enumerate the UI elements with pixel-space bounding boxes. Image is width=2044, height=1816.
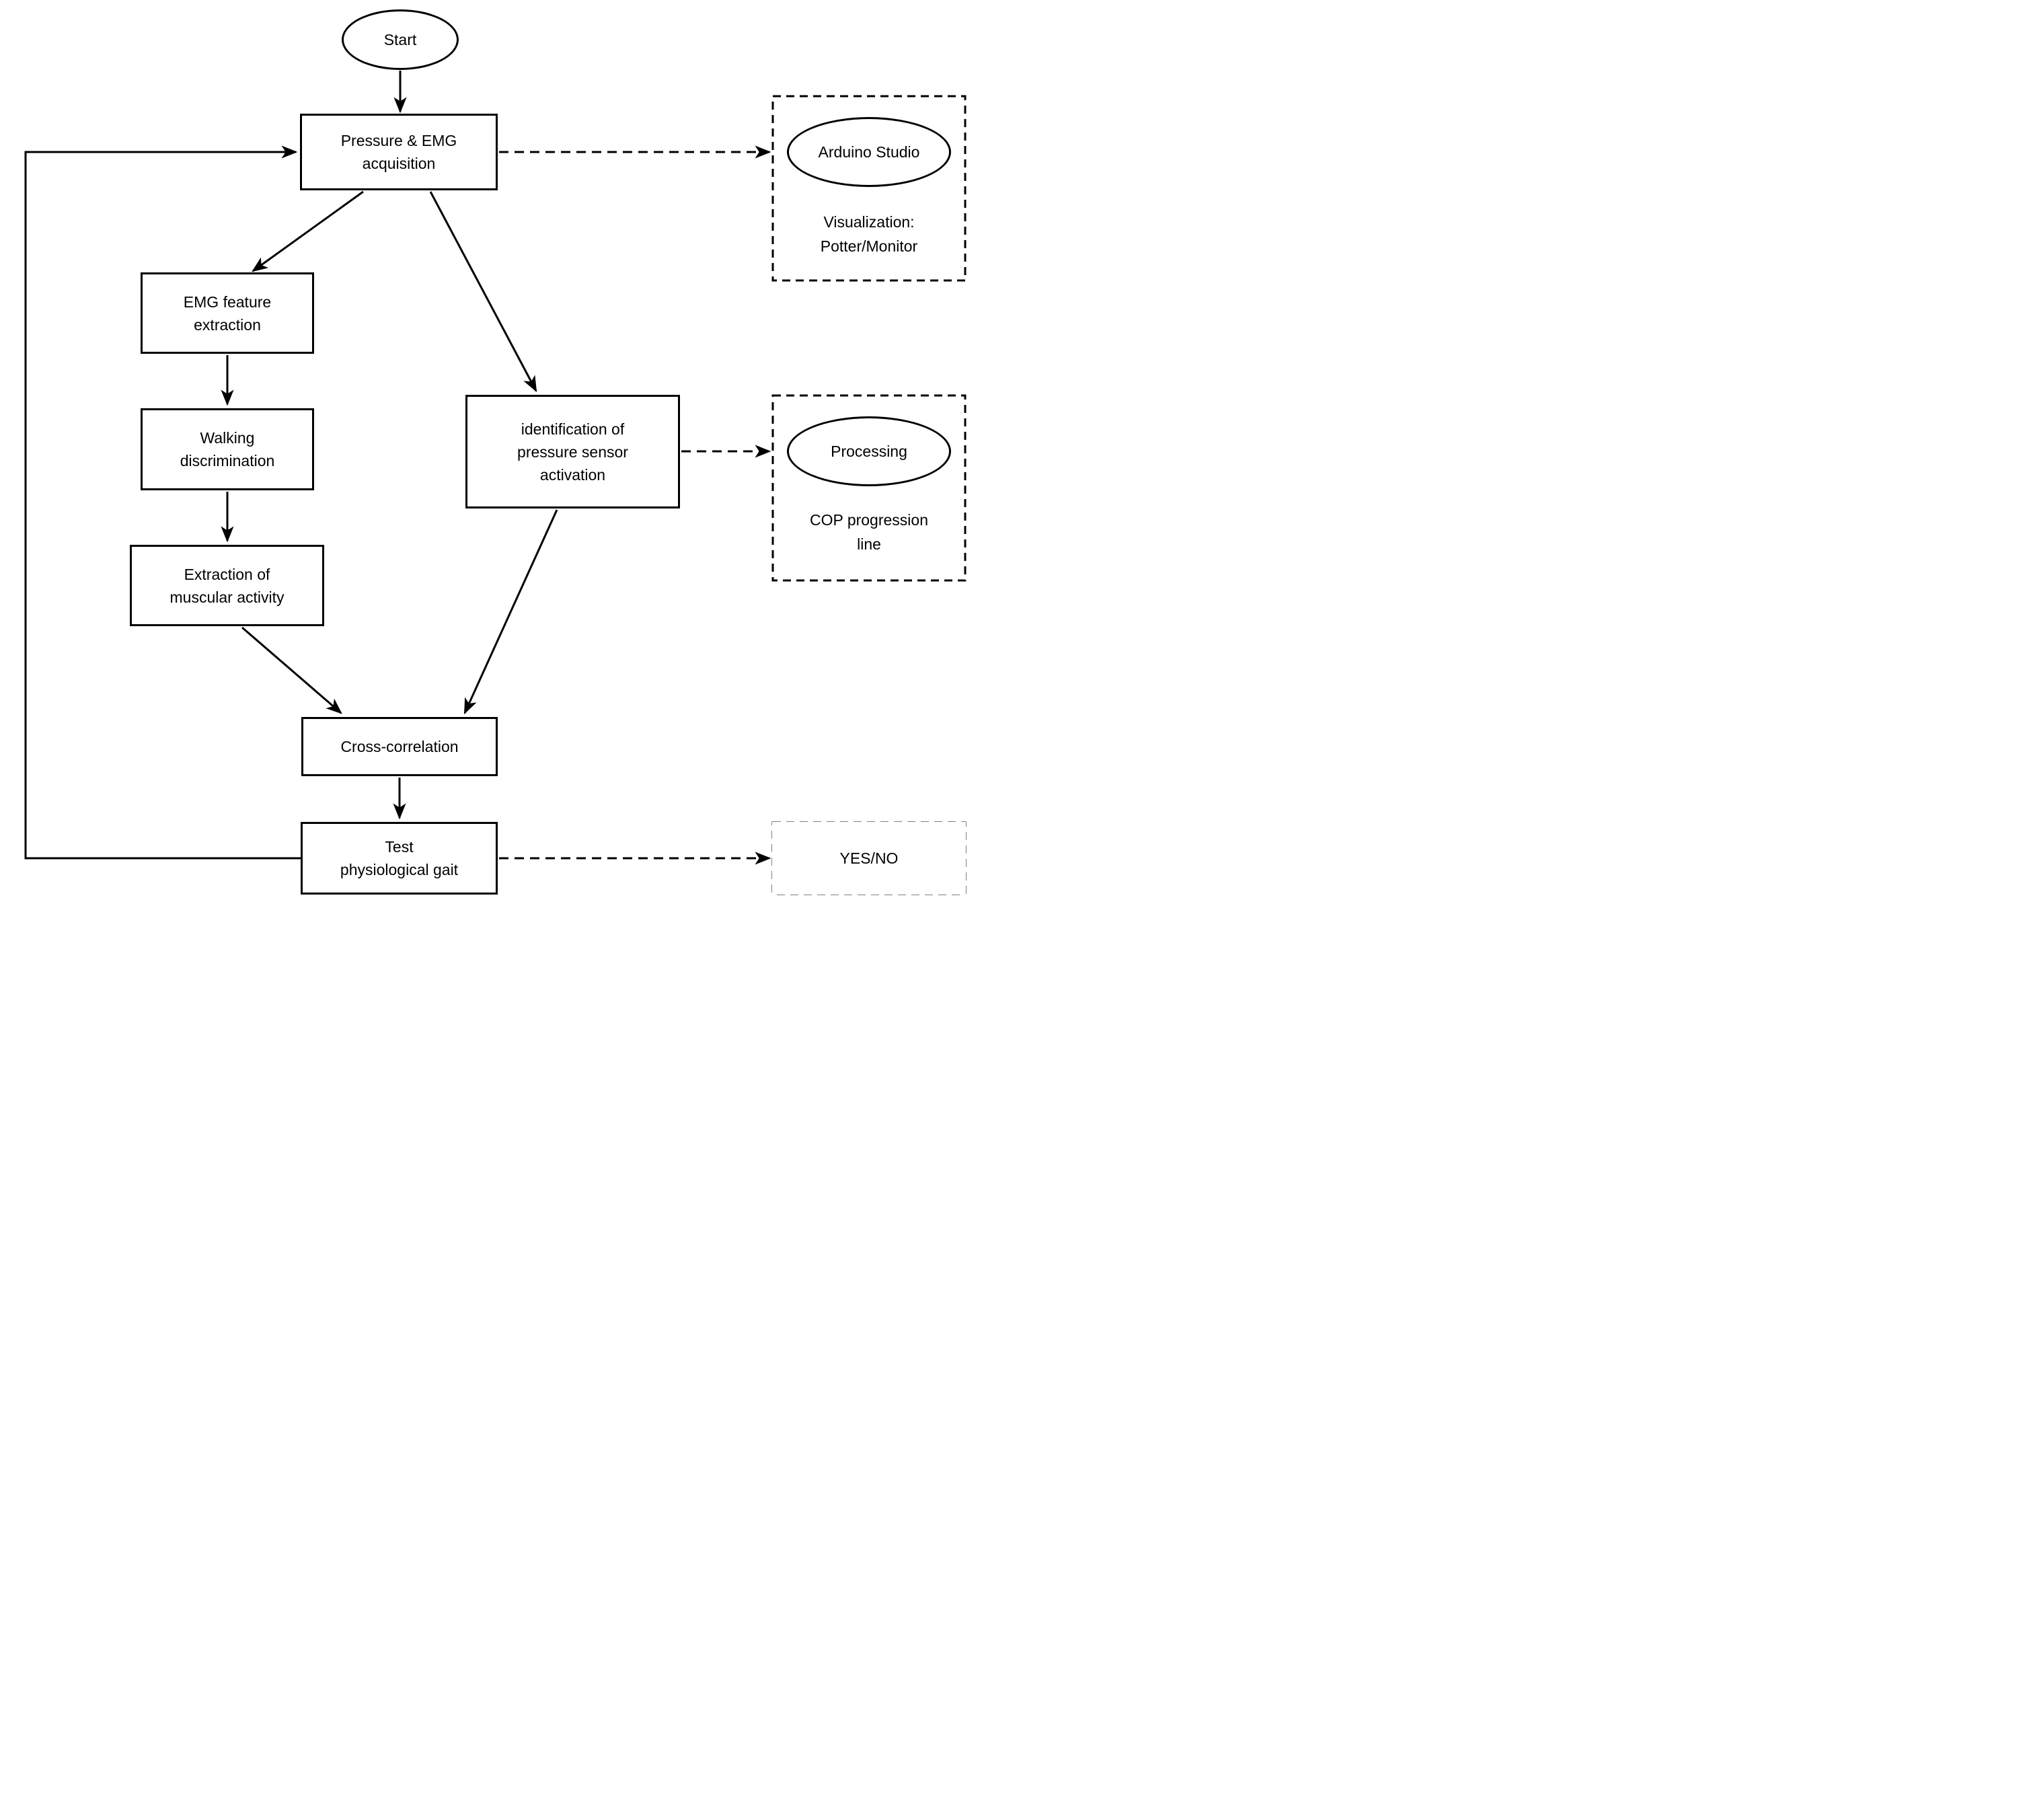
cop-progression-caption-line: COP progression bbox=[810, 511, 928, 529]
arduino-studio-ellipse: Arduino Studio bbox=[787, 117, 951, 187]
walking-discrimination-line: discrimination bbox=[180, 452, 275, 469]
start-label: Start bbox=[383, 31, 417, 48]
arrow-feedback-test-to-acquisition bbox=[24, 145, 301, 860]
emg-feature-extraction-box: EMG feature extraction bbox=[141, 272, 314, 354]
cop-progression-caption: COP progression line bbox=[772, 508, 966, 556]
emg-feature-extraction-line: EMG feature bbox=[183, 293, 272, 311]
pressure-emg-acquisition-line: acquisition bbox=[362, 155, 436, 172]
arrow-extraction-to-cross-correlation bbox=[241, 626, 342, 714]
extraction-muscular-activity-line: muscular activity bbox=[169, 588, 285, 606]
cross-correlation-line: Cross-correlation bbox=[340, 738, 459, 755]
pressure-emg-acquisition-line: Pressure & EMG bbox=[340, 132, 457, 149]
arduino-dashed-border bbox=[771, 95, 967, 282]
arduino-studio-group: Arduino Studio Visualization: Potter/Mon… bbox=[772, 96, 966, 281]
identification-pressure-sensor-line: activation bbox=[539, 465, 606, 484]
test-physiological-gait-line: physiological gait bbox=[340, 861, 459, 878]
identification-pressure-sensor-line: pressure sensor bbox=[517, 443, 628, 461]
visualization-caption: Visualization: Potter/Monitor bbox=[772, 210, 966, 258]
arrow-acquisition-to-identification bbox=[429, 191, 537, 393]
extraction-muscular-activity-line: Extraction of bbox=[184, 565, 270, 583]
yes-no-group: YES/NO bbox=[772, 822, 966, 895]
identification-pressure-sensor-line: identification of bbox=[521, 420, 625, 438]
test-physiological-gait-box: Test physiological gait bbox=[301, 822, 498, 895]
connector-layer bbox=[24, 71, 967, 895]
yes-no-label: YES/NO bbox=[839, 849, 899, 867]
cop-progression-caption-line: line bbox=[857, 535, 881, 553]
extraction-muscular-activity-box: Extraction of muscular activity bbox=[130, 545, 324, 626]
processing-dashed-border bbox=[771, 394, 967, 582]
processing-group: Processing COP progression line bbox=[772, 395, 966, 581]
arrow-identification-to-cross-correlation bbox=[463, 509, 558, 715]
flowchart-canvas: Start Pressure & EMG acquisition EMG fea… bbox=[0, 0, 1022, 908]
walking-discrimination-line: Walking bbox=[200, 429, 255, 447]
emg-feature-extraction-line: extraction bbox=[194, 315, 261, 334]
pressure-emg-acquisition-box: Pressure & EMG acquisition bbox=[300, 114, 498, 190]
visualization-caption-line: Visualization: bbox=[823, 213, 915, 231]
start-ellipse: Start bbox=[342, 9, 459, 70]
processing-label: Processing bbox=[831, 443, 907, 460]
arrow-acquisition-to-emg-feature bbox=[252, 190, 364, 272]
visualization-caption-line: Potter/Monitor bbox=[820, 237, 918, 255]
identification-pressure-sensor-box: identification of pressure sensor activa… bbox=[465, 395, 680, 508]
test-physiological-gait-line: Test bbox=[385, 838, 414, 856]
walking-discrimination-box: Walking discrimination bbox=[141, 408, 314, 490]
cross-correlation-box: Cross-correlation bbox=[301, 717, 498, 776]
arduino-studio-label: Arduino Studio bbox=[818, 143, 920, 161]
processing-ellipse: Processing bbox=[787, 416, 951, 486]
